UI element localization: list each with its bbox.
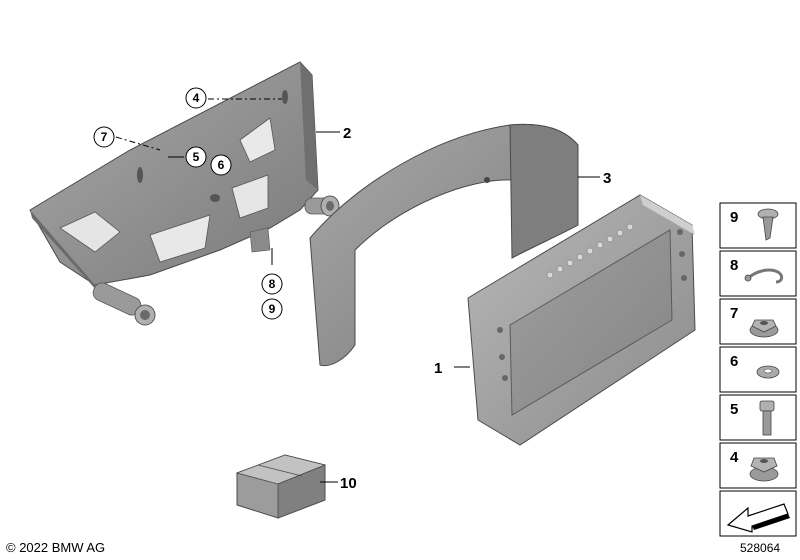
display-part	[467, 194, 696, 446]
hardware-row-washer: 6	[719, 346, 797, 393]
callout-7-circle: 7	[93, 126, 115, 148]
hardware-row-collar-nut: 4	[719, 442, 797, 489]
hardware-number-cable-clip: 8	[730, 257, 738, 274]
hardware-number-hex-socket-screw: 5	[730, 401, 738, 418]
hardware-row-cable-clip: 8	[719, 250, 797, 297]
callout-8: 8	[269, 277, 276, 291]
hardware-number-screw: 9	[730, 209, 738, 226]
hex-socket-screw-icon	[759, 400, 775, 436]
callout-5-circle: 5	[185, 146, 207, 168]
cable-clip-icon	[744, 268, 784, 284]
callout-6-circle: 6	[210, 154, 232, 176]
callout-3: 3	[603, 170, 611, 187]
copyright-text: © 2022 BMW AG	[6, 540, 106, 555]
led-row	[546, 223, 634, 279]
box-part	[235, 454, 327, 519]
callout-4: 4	[193, 91, 200, 105]
callout-6: 6	[218, 158, 225, 172]
screw-icon	[757, 208, 779, 241]
leader-lines	[115, 98, 600, 483]
hardware-number-collar-nut: 4	[730, 449, 739, 466]
collar-nut-icon	[749, 457, 779, 482]
bushing-left	[92, 282, 156, 326]
callout-8-circle: 8	[261, 273, 283, 295]
hardware-number-flange-nut: 7	[730, 305, 738, 322]
hardware-row-screw: 9	[719, 202, 797, 249]
callout-2: 2	[343, 125, 351, 142]
callout-1: 1	[434, 360, 442, 377]
hardware-number-washer: 6	[730, 353, 738, 370]
hardware-row-arrow	[719, 490, 797, 537]
hardware-panel: 9 8 7 6	[719, 202, 797, 537]
diagram-id: 528064	[740, 541, 781, 555]
callout-4-circle: 4	[185, 87, 207, 109]
flange-nut-icon	[749, 319, 779, 338]
shield-part	[309, 123, 579, 367]
callout-7: 7	[101, 130, 108, 144]
bushing-right	[304, 195, 340, 217]
hardware-row-flange-nut: 7	[719, 298, 797, 345]
callout-10: 10	[340, 475, 357, 492]
hardware-row-hex-socket-screw: 5	[719, 394, 797, 441]
bracket-part	[29, 61, 340, 326]
direction-arrow-icon	[726, 503, 790, 533]
callout-5: 5	[193, 150, 200, 164]
washer-icon	[756, 365, 780, 379]
callout-9: 9	[269, 302, 276, 316]
callout-9-circle: 9	[261, 298, 283, 320]
